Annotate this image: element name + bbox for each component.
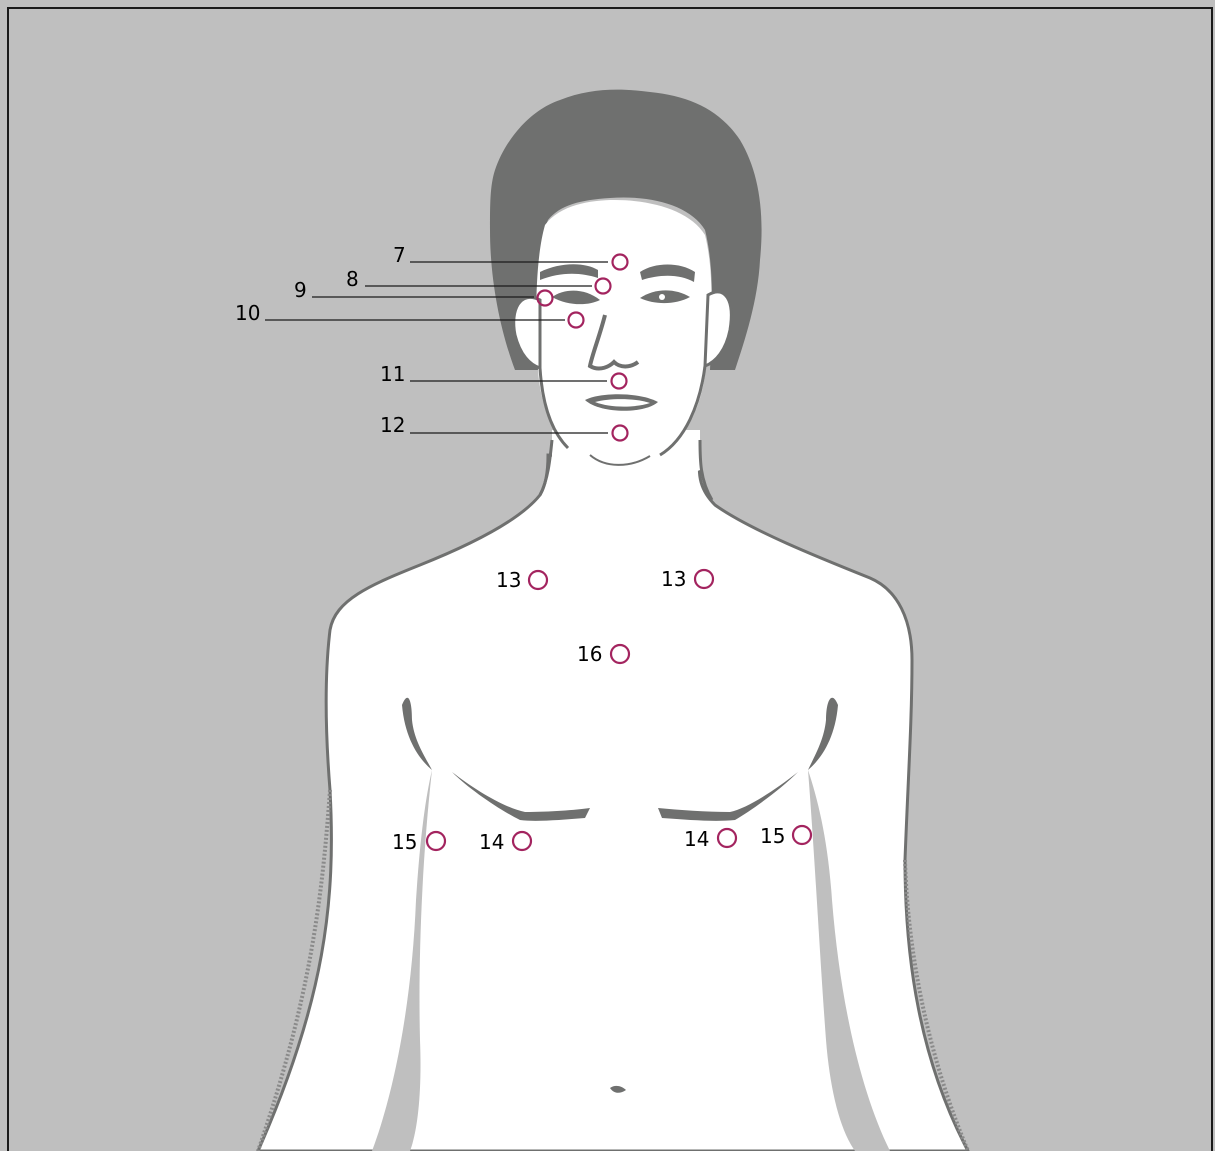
point-label-8: 8 [346, 267, 359, 291]
point-label-12: 12 [380, 413, 405, 437]
point-label-11: 11 [380, 362, 405, 386]
point-label-16: 16 [577, 642, 602, 666]
point-label-13-right: 13 [661, 567, 686, 591]
right-eye-highlight [659, 294, 665, 300]
point-label-15-right: 15 [760, 824, 785, 848]
point-label-13-left: 13 [496, 568, 521, 592]
point-label-10: 10 [235, 301, 260, 325]
point-label-15-left: 15 [392, 830, 417, 854]
point-label-9: 9 [294, 278, 307, 302]
point-label-14-right: 14 [684, 827, 709, 851]
point-label-14-left: 14 [479, 830, 504, 854]
point-label-7: 7 [393, 243, 406, 267]
